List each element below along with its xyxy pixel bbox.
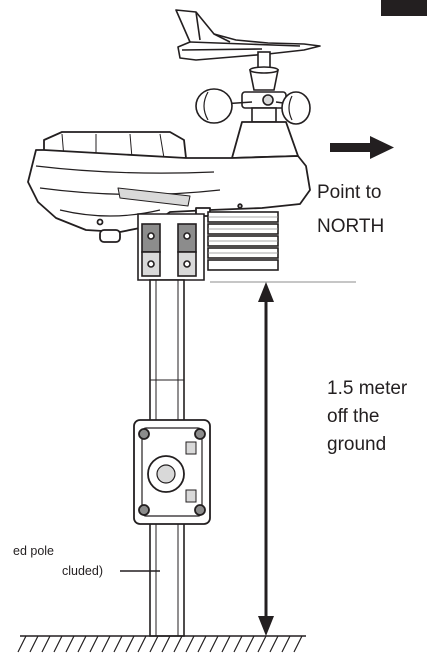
height-arrow	[258, 282, 274, 636]
height-label-line-2: off the	[327, 406, 380, 427]
pole-bracket	[133, 419, 211, 525]
corner-tab	[381, 0, 427, 16]
wind-vane	[175, 9, 321, 61]
direction-label-line-2: NORTH	[317, 216, 385, 237]
sensor-housing	[27, 121, 311, 243]
vane-mast	[241, 51, 287, 123]
radiation-shield	[207, 211, 279, 271]
direction-label-line-1: Point to	[317, 182, 382, 203]
pole-label-line-1: ed pole	[13, 544, 55, 558]
anemometer-cups	[195, 88, 311, 125]
north-arrow-icon	[330, 136, 394, 159]
top-bracket	[137, 213, 205, 281]
height-label-line-1: 1.5 meter	[327, 378, 408, 399]
pole-label-line-2: cluded)	[62, 564, 103, 578]
height-label-line-3: ground	[327, 434, 387, 455]
ground-hatching	[17, 635, 306, 653]
